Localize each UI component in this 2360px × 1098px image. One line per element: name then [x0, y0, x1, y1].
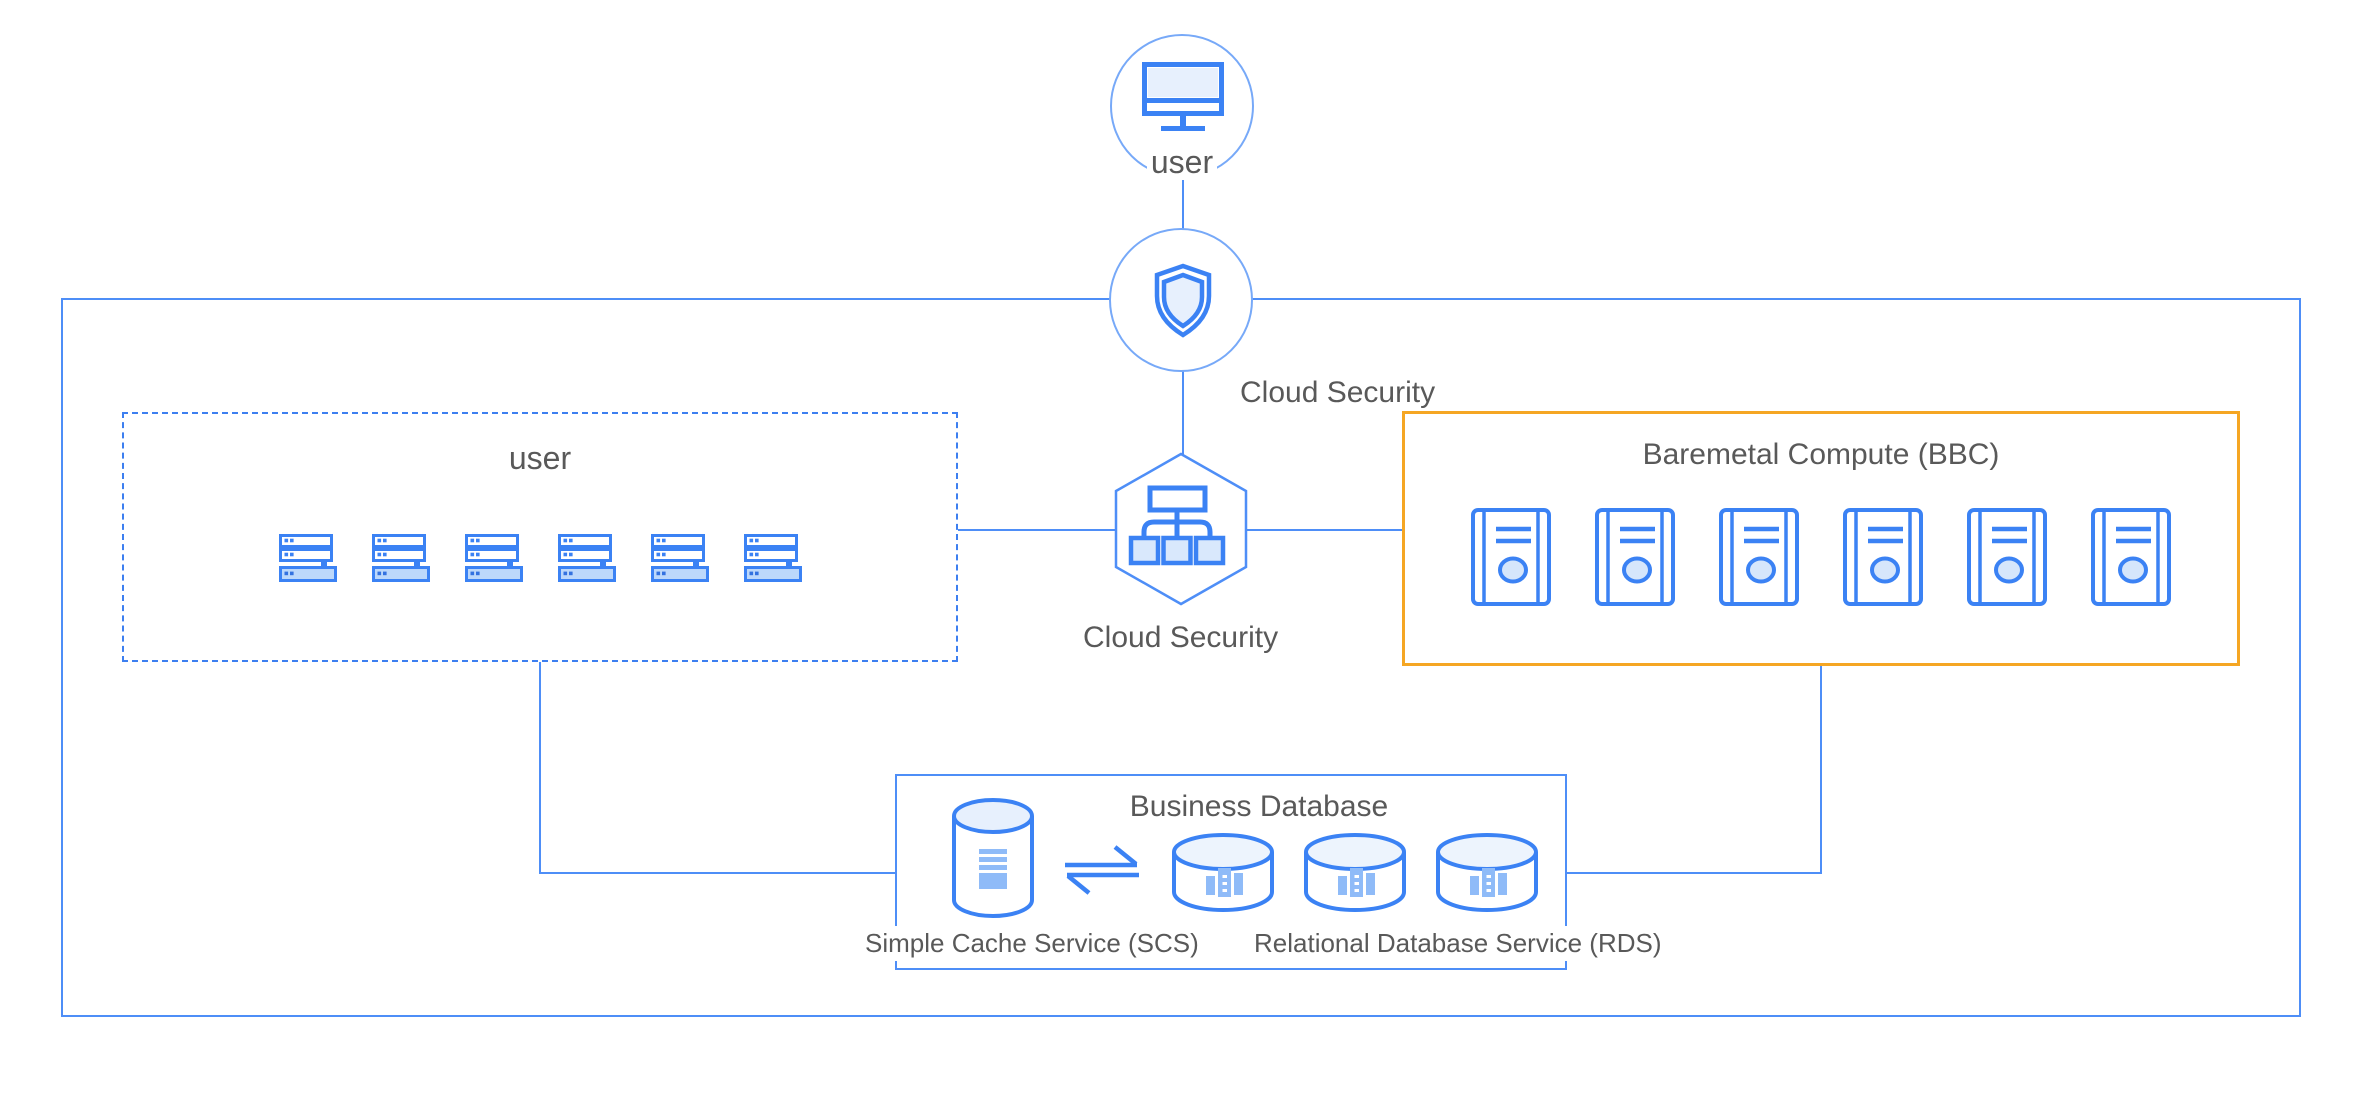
connector-usergroup-to-gateway	[956, 529, 1120, 531]
business-database-box: Business Database	[859, 774, 1668, 970]
cloud-security-gateway-node	[1114, 452, 1248, 611]
sync-arrows-icon	[1063, 844, 1141, 901]
connector-user-to-shield	[1182, 176, 1184, 232]
tower-server-icon	[1595, 508, 1675, 611]
connector-baremetal-down	[1820, 664, 1822, 874]
top-user-node: user	[1110, 34, 1254, 180]
rds-database-icon	[1170, 830, 1276, 919]
rack-server-icon	[743, 534, 802, 587]
cloud-security-shield-node	[1109, 228, 1253, 372]
scs-label: Simple Cache Service (SCS)	[859, 926, 1205, 961]
rack-server-icon	[371, 534, 430, 587]
tower-server-icon	[1967, 508, 2047, 611]
user-group-title: user	[508, 440, 572, 476]
cloud-security-shield-label: Cloud Security	[1240, 376, 1436, 409]
tower-server-icon	[1843, 508, 1923, 611]
user-server-row	[124, 534, 956, 587]
user-group-box: user	[122, 412, 958, 662]
rack-server-icon	[557, 534, 616, 587]
rds-database-row	[1170, 830, 1540, 919]
baremetal-server-row	[1405, 508, 2237, 611]
connector-gateway-to-baremetal	[1242, 529, 1402, 531]
connector-baremetal-to-database	[1565, 872, 1822, 874]
connector-usergroup-to-database	[539, 872, 897, 874]
cloud-security-gateway-label: Cloud Security	[1083, 621, 1279, 654]
business-database-title: Business Database	[1129, 790, 1389, 823]
baremetal-compute-title: Baremetal Compute (BBC)	[1642, 438, 2000, 471]
baremetal-compute-box: Baremetal Compute (BBC)	[1402, 411, 2240, 666]
connector-usergroup-down	[539, 660, 541, 874]
network-tree-icon	[1128, 485, 1226, 566]
tower-server-icon	[1471, 508, 1551, 611]
rack-server-icon	[278, 534, 337, 587]
connector-shield-to-gateway	[1182, 370, 1184, 456]
rds-database-icon	[1302, 830, 1408, 919]
rds-database-icon	[1434, 830, 1540, 919]
tower-server-icon	[2091, 508, 2171, 611]
scs-cache-icon	[950, 796, 1036, 925]
rds-label: Relational Database Service (RDS)	[1248, 926, 1668, 961]
rack-server-icon	[464, 534, 523, 587]
top-user-label: user	[1112, 144, 1252, 180]
tower-server-icon	[1719, 508, 1799, 611]
rack-server-icon	[650, 534, 709, 587]
